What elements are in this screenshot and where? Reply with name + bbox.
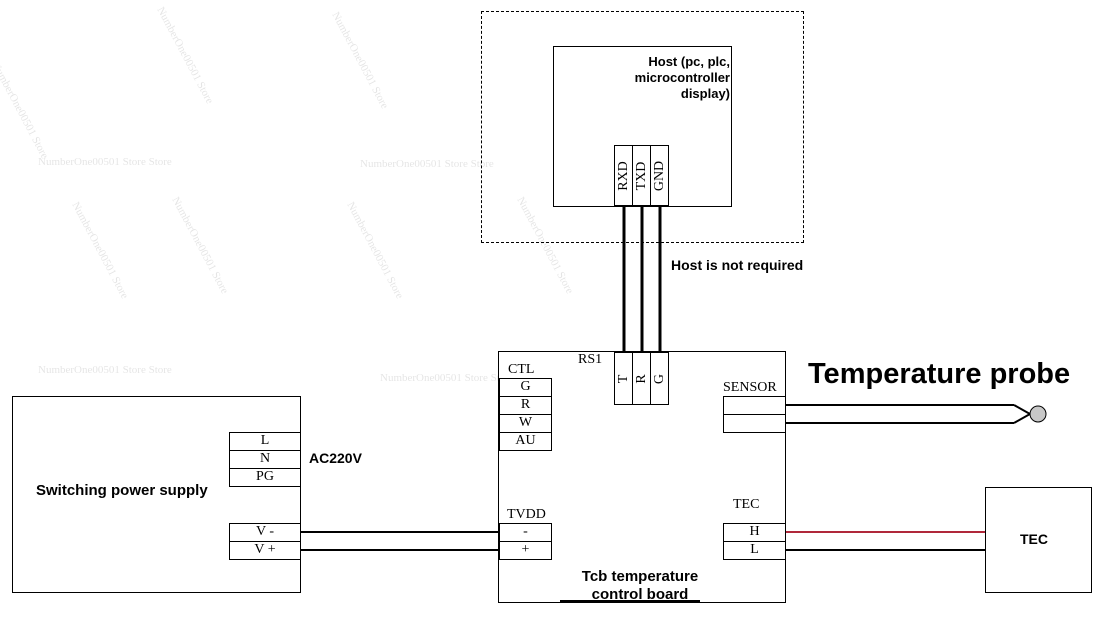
ctl-pin-au: AU: [499, 432, 552, 451]
host-not-required-note: Host is not required: [671, 257, 804, 273]
probe-tip-bottom: [1013, 413, 1031, 424]
control-board-title: Tcb temperature control board: [540, 568, 740, 604]
control-board-title-line: control board: [591, 586, 689, 603]
rs1-pin-g: G: [650, 352, 669, 405]
watermark: NumberOne00501 Store Store: [380, 372, 514, 384]
control-board-title-line: Tcb temperature: [581, 568, 699, 585]
ps-pin-vminus: V -: [229, 523, 301, 542]
power-supply-box: [12, 396, 301, 593]
probe-bulb: [1029, 405, 1047, 423]
tec-pin-l: L: [723, 541, 786, 560]
ctl-label: CTL: [508, 362, 535, 377]
ctl-pin-g: G: [499, 378, 552, 397]
tec-device-box: [985, 487, 1092, 593]
ps-pin-vplus: V +: [229, 541, 301, 560]
host-title-line: display): [680, 86, 730, 101]
ac220v-label: AC220V: [309, 450, 362, 466]
host-title-line: Host (pc, plc,: [648, 54, 730, 69]
tec-port-label: TEC: [733, 497, 760, 512]
power-supply-title: Switching power supply: [36, 482, 208, 499]
probe-tip-top: [1013, 404, 1031, 415]
watermark: NumberOne00501 Store Store: [38, 156, 172, 168]
control-board-title-underline: [560, 600, 700, 602]
host-pin-gnd: GND: [650, 145, 669, 206]
sensor-pin-2: [723, 414, 786, 433]
tec-device-title: TEC: [1020, 531, 1048, 547]
temperature-probe-title: Temperature probe: [808, 358, 1071, 390]
sensor-label: SENSOR: [723, 380, 777, 395]
host-title: Host (pc, plc, microcontroller display): [560, 54, 730, 102]
ps-pin-pg: PG: [229, 468, 301, 487]
tvdd-label: TVDD: [507, 507, 546, 522]
watermark: NumberOne00501 Store Store: [360, 158, 494, 170]
tvdd-pin-plus: +: [499, 541, 552, 560]
rs1-label: RS1: [578, 352, 603, 367]
host-title-line: microcontroller: [634, 70, 730, 85]
watermark: NumberOne00501 Store Store: [38, 364, 172, 376]
